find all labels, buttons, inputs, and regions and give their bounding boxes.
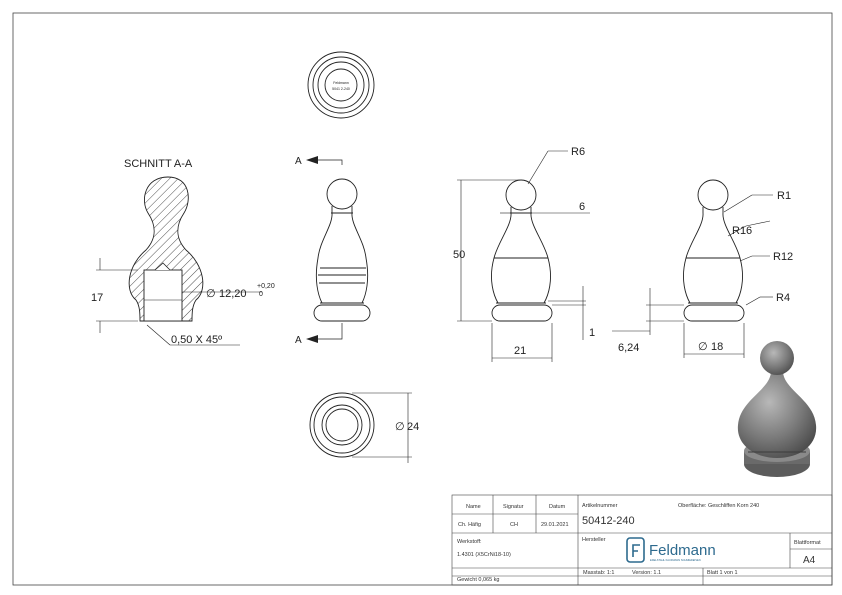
bottom-dim-lines [352, 392, 412, 463]
tb-brand: Feldmann [649, 542, 716, 559]
tb-header-date: Datum [549, 504, 566, 510]
dim-r4: R4 [776, 292, 790, 304]
dim-tol-upper: +0,20 [257, 283, 275, 290]
dimensioned-view [491, 179, 553, 322]
dim-tol-lower: 0 [259, 291, 263, 298]
section-title: SCHNITT A-A [124, 158, 193, 170]
tb-article-label: Artikelnummer [582, 503, 618, 509]
dim-r6: R6 [571, 146, 585, 158]
dim-r12: R12 [773, 251, 793, 263]
tb-manufacturer-label: Hersteller [582, 537, 606, 543]
dim-chamfer: 0,50 X 45º [171, 334, 222, 346]
radii-dim-lines [612, 194, 773, 358]
dim-6: 6 [579, 201, 585, 213]
dim-width-21: 21 [514, 345, 526, 357]
tb-scale: Masstab: 1:1 [583, 570, 615, 576]
tb-drawn-by: Ch. Häfig [458, 522, 481, 528]
top-view-brand-text: Feldmann [333, 81, 349, 85]
dim-diameter-symbol: ∅ [206, 288, 216, 300]
front-view [313, 178, 371, 322]
sheet-border [12, 12, 833, 586]
dim-r16: R16 [732, 225, 752, 237]
tb-material: 1.4301 (X5CrNi18-10) [457, 552, 511, 558]
bottom-view [309, 392, 375, 458]
section-marker-bottom: A [295, 335, 302, 346]
tb-weight: Gewicht 0,065 kg [457, 577, 500, 583]
section-arrow-bottom [306, 335, 318, 343]
dim-height-17: 17 [91, 292, 103, 304]
tb-version: Version: 1.1 [632, 570, 661, 576]
dim-diameter-24-symbol: ∅ [395, 421, 405, 433]
dim-diameter-18-symbol: ∅ [698, 341, 708, 353]
dim-1: 1 [589, 327, 595, 339]
tb-signature: CH [510, 522, 518, 528]
section-marker-top: A [295, 156, 302, 167]
iso-render [737, 341, 817, 477]
dim-diameter-24: 24 [407, 421, 419, 433]
dim-r1: R1 [777, 190, 791, 202]
tb-format: A4 [803, 555, 816, 566]
tb-header-name: Name [466, 504, 481, 510]
title-block [451, 494, 833, 586]
tb-date: 29.01.2021 [541, 522, 569, 528]
section-markers [309, 159, 343, 340]
section-dim-lines [96, 258, 262, 346]
dim-bore-diameter: 12,20 [219, 288, 247, 300]
feldmann-logo [626, 537, 645, 563]
dim-height-50: 50 [453, 249, 465, 261]
dimension-lines [457, 150, 590, 362]
tb-material-label: Werkstoff: [457, 539, 482, 545]
tb-surface: Oberfläche: Geschliffen Korn 240 [678, 503, 759, 509]
section-view [128, 176, 204, 322]
top-view-article-text: 5041 2-240 [332, 87, 350, 91]
tb-sheet: Blatt 1 von 1 [707, 570, 738, 576]
tb-header-signature: Signatur [503, 504, 524, 510]
dim-6-24: 6,24 [618, 342, 639, 354]
section-arrow-top [306, 156, 318, 164]
tb-article: 50412-240 [582, 515, 635, 527]
top-view [307, 51, 375, 119]
radii-view [683, 179, 745, 322]
dim-diameter-18: 18 [711, 341, 723, 353]
tb-brand-tagline: EDELSTAHL KAUFMANN SCHMIEDEISEN [650, 558, 701, 562]
tb-format-label: Blattformat [794, 540, 821, 546]
